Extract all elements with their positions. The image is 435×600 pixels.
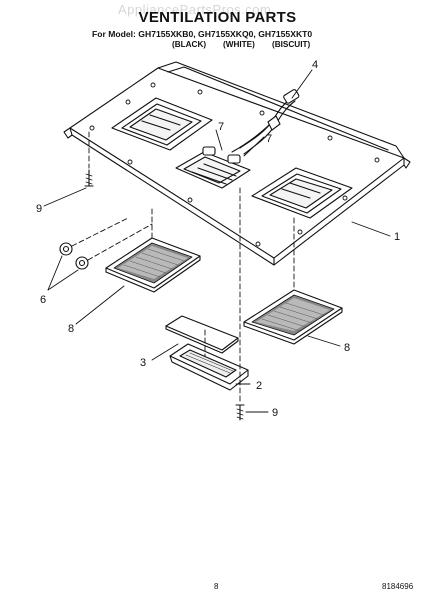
page-title: VENTILATION PARTS bbox=[138, 9, 297, 26]
base-plate-part-1 bbox=[63, 61, 411, 266]
watermark-text: AppliancePartsPros.com bbox=[118, 2, 272, 17]
callout-7-lower: 7 bbox=[266, 133, 272, 145]
callout-3: 3 bbox=[140, 357, 146, 369]
callout-9-upper: 9 bbox=[36, 203, 42, 215]
callout-8-right: 8 bbox=[344, 342, 350, 354]
page-number: 8 bbox=[214, 582, 219, 591]
model-numbers: For Model: GH7155XKB0, GH7155XKQ0, GH715… bbox=[92, 29, 313, 39]
lamp-cover-part-2 bbox=[169, 343, 249, 391]
screw-part-9-upper bbox=[84, 169, 94, 187]
alignment-lines bbox=[71, 131, 295, 405]
lamp-lens-part-3 bbox=[165, 315, 239, 354]
grease-filter-left-part-8 bbox=[105, 237, 201, 293]
document-number: 8184696 bbox=[382, 582, 414, 591]
screw-part-9-lower bbox=[235, 404, 245, 421]
callout-1: 1 bbox=[394, 231, 400, 243]
callout-9-lower: 9 bbox=[272, 407, 278, 419]
callout-leaders bbox=[43, 69, 391, 413]
grease-filter-right-part-8 bbox=[243, 289, 343, 345]
color-black: (BLACK) bbox=[172, 40, 207, 49]
nut-part-6 bbox=[59, 242, 89, 270]
color-white: (WHITE) bbox=[223, 40, 255, 49]
color-biscuit: (BISCUIT) bbox=[272, 40, 311, 49]
callout-8-left: 8 bbox=[68, 323, 74, 335]
callout-4: 4 bbox=[312, 59, 318, 71]
callout-2: 2 bbox=[256, 380, 262, 392]
callout-6: 6 bbox=[40, 294, 46, 306]
callout-7-upper: 7 bbox=[218, 121, 224, 133]
